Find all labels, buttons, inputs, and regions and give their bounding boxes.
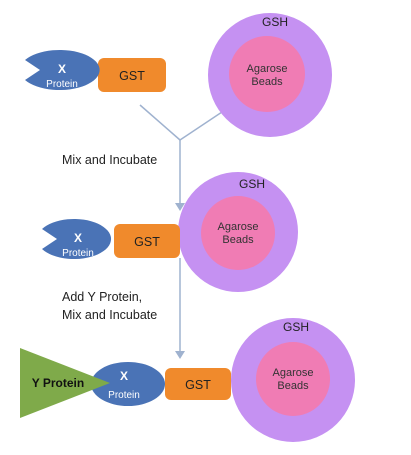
- x-protein-1: [25, 50, 100, 91]
- x-protein-2: [42, 218, 112, 259]
- bead-label-3b: Beads: [277, 380, 309, 392]
- agarose-bead-2: [201, 196, 275, 270]
- gst-label-3: GST: [185, 378, 211, 392]
- x-protein-3: [91, 362, 165, 406]
- bead-label-2b: Beads: [222, 234, 254, 246]
- flow-arrows: [139, 104, 223, 353]
- x-label-3: X: [120, 369, 128, 383]
- x-label-2: X: [74, 231, 82, 245]
- bead-label-1b: Beads: [251, 76, 283, 88]
- stage-3: GSH Agarose Beads GST X Protein Y Protei…: [20, 318, 355, 442]
- merge-line-left: [139, 104, 181, 141]
- step-1-label: Mix and Incubate: [62, 153, 158, 167]
- stage-2: GSH Agarose Beads GST X Protein: [42, 172, 298, 292]
- bead-label-1a: Agarose: [247, 63, 288, 75]
- protein-label-2: Protein: [62, 248, 94, 259]
- bead-label-2a: Agarose: [218, 221, 259, 233]
- y-protein-label: Y Protein: [32, 376, 84, 390]
- stage-1: GSH Agarose Beads GST X Protein: [25, 13, 332, 137]
- protein-label-1: Protein: [46, 79, 78, 90]
- agarose-bead-3: [256, 342, 330, 416]
- step-2-label-line-2: Mix and Incubate: [62, 308, 158, 322]
- gst-box-3: [165, 368, 231, 400]
- gsh-label-1: GSH: [262, 15, 288, 29]
- agarose-bead-1: [229, 36, 305, 112]
- bead-label-3a: Agarose: [273, 367, 314, 379]
- merge-line-right: [179, 111, 223, 141]
- protein-label-3: Protein: [108, 390, 140, 401]
- gst-box-2: [114, 224, 180, 258]
- gst-label-1: GST: [119, 69, 145, 83]
- arrow-1-head: [175, 203, 185, 211]
- step-2-label-line-1: Add Y Protein,: [62, 290, 143, 304]
- gsh-label-3: GSH: [283, 320, 309, 334]
- arrow-2-head: [175, 351, 185, 359]
- gst-box-1: [98, 58, 166, 92]
- gsh-label-2: GSH: [239, 177, 265, 191]
- x-label-1: X: [58, 62, 66, 76]
- gst-label-2: GST: [134, 235, 160, 249]
- y-protein-triangle: [20, 348, 110, 418]
